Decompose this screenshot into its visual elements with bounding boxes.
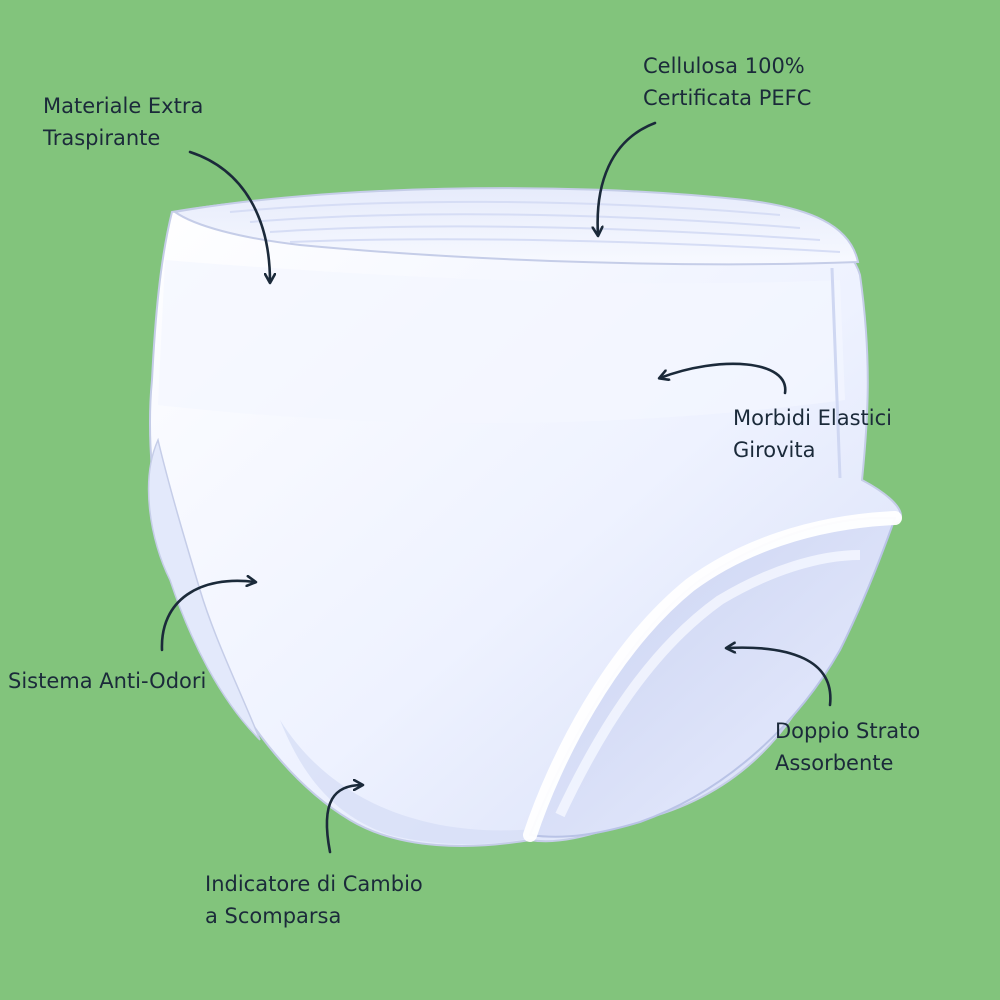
callout-line: Morbidi Elastici xyxy=(733,406,892,430)
callout-line: a Scomparsa xyxy=(205,904,342,928)
callout-sistema-anti-odori: Sistema Anti-Odori xyxy=(8,665,206,697)
arrow-materiale xyxy=(188,150,270,282)
arrow-doppio xyxy=(727,648,832,707)
callout-arrows xyxy=(160,121,832,854)
leg-opening xyxy=(523,511,902,842)
callout-line: Cellulosa 100% xyxy=(643,54,805,78)
callout-line: Girovita xyxy=(733,438,816,462)
callout-line: Materiale Extra xyxy=(43,94,204,118)
callout-line: Assorbente xyxy=(775,751,894,775)
callout-materiale-extra-traspirante: Materiale Extra Traspirante xyxy=(43,90,203,154)
callout-cellulosa: Cellulosa 100% Certificata PEFC xyxy=(643,50,811,114)
arrow-morbidi xyxy=(660,362,787,395)
arrow-indicatore xyxy=(325,785,362,854)
arrow-cellulosa xyxy=(598,121,657,235)
callout-line: Doppio Strato xyxy=(775,719,921,743)
arrow-sistema xyxy=(160,581,255,652)
waist-opening xyxy=(172,187,860,479)
callout-line: Traspirante xyxy=(43,126,161,150)
callout-doppio-strato: Doppio Strato Assorbente xyxy=(775,715,920,779)
callout-line: Certificata PEFC xyxy=(643,86,812,110)
callout-line: Sistema Anti-Odori xyxy=(8,669,207,693)
callout-morbidi-elastici: Morbidi Elastici Girovita xyxy=(733,402,892,466)
callout-line: Indicatore di Cambio xyxy=(205,872,423,896)
callout-indicatore-di-cambio: Indicatore di Cambio a Scomparsa xyxy=(205,868,423,932)
